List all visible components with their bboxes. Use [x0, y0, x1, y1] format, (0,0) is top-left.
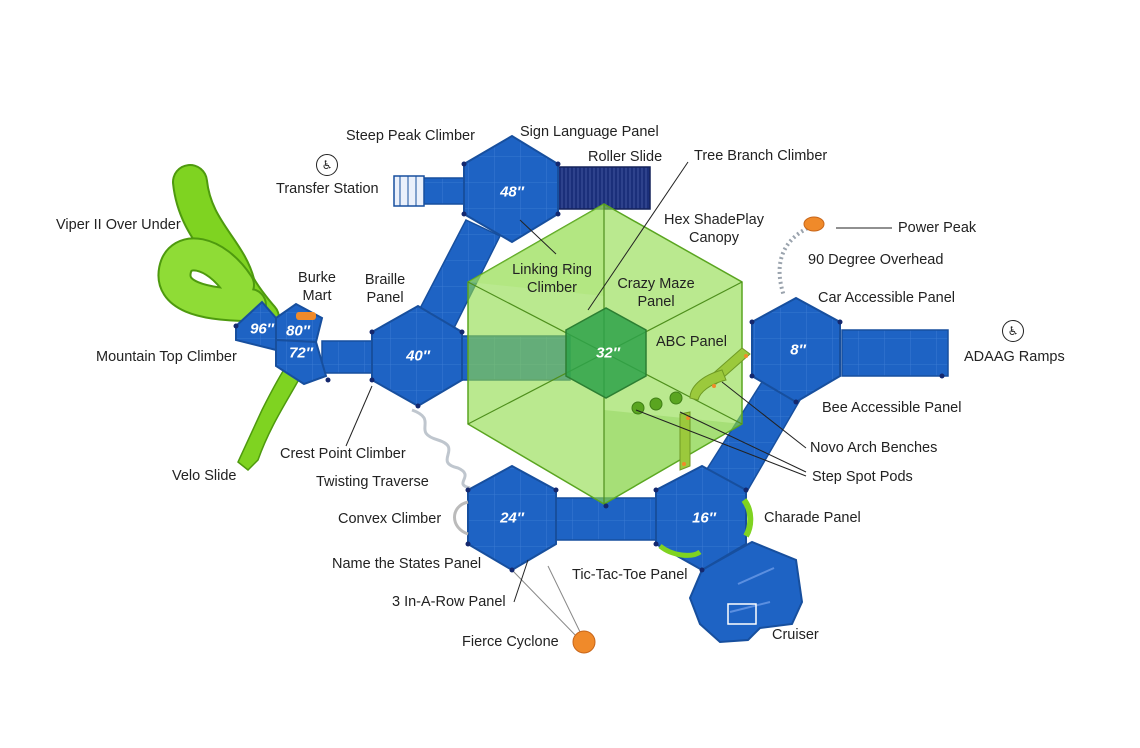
- step-spot-pods: [631, 391, 683, 415]
- height-40: 40″: [406, 347, 430, 365]
- walkway-8-ramp: [841, 329, 949, 377]
- viper-slide: [157, 164, 280, 336]
- wheelchair-icon: ♿: [316, 154, 338, 176]
- label-hex-shadeplay-canopy-line2: Canopy: [689, 230, 739, 246]
- label-steep-peak-climber: Steep Peak Climber: [346, 128, 475, 144]
- cruiser-green-accent: [658, 543, 702, 558]
- label-bee-accessible-panel: Bee Accessible Panel: [822, 400, 962, 416]
- convex-climber: [453, 500, 469, 536]
- hex-decks: [371, 134, 841, 572]
- label-step-spot-pods: Step Spot Pods: [812, 469, 913, 485]
- label-burke-mart-line2: Mart: [302, 288, 332, 304]
- label-roller-slide: Roller Slide: [588, 149, 663, 165]
- label-power-peak: Power Peak: [898, 220, 977, 236]
- novo-arch-benches: [679, 347, 751, 471]
- label-fierce-cyclone: Fierce Cyclone: [462, 634, 559, 650]
- deck-posts: [233, 161, 945, 573]
- label-burke-mart-line1: Burke: [298, 270, 336, 286]
- height-32: 32″: [596, 344, 620, 362]
- label-abc-panel: ABC Panel: [656, 334, 727, 350]
- height-96: 96″: [250, 320, 274, 338]
- label-name-the-states-panel: Name the States Panel: [332, 556, 482, 572]
- height-16: 16″: [692, 509, 716, 527]
- label-90-degree-overhead: 90 Degree Overhead: [808, 252, 944, 268]
- label-tree-branch-climber: Tree Branch Climber: [694, 148, 828, 164]
- label-linking-ring-climber-line1: Linking Ring: [512, 262, 592, 278]
- label-novo-arch-benches: Novo Arch Benches: [810, 440, 938, 456]
- label-velo-slide: Velo Slide: [172, 468, 237, 484]
- hex-shadeplay-canopy: [467, 203, 743, 505]
- fierce-cyclone: [511, 565, 596, 654]
- cruiser: [688, 540, 804, 644]
- label-hex-shadeplay-canopy-line1: Hex ShadePlay: [664, 212, 764, 228]
- label-crazy-maze-panel-line1: Crazy Maze: [617, 276, 695, 292]
- leader-lines: [345, 161, 892, 603]
- twisting-traverse: [411, 408, 471, 490]
- label-twisting-traverse: Twisting Traverse: [316, 474, 429, 490]
- label-linking-ring-climber-line2: Climber: [527, 280, 577, 296]
- overhead-ladder: [777, 224, 813, 297]
- charade-panel-accent: [741, 498, 754, 538]
- height-24: 24″: [500, 509, 524, 527]
- walkway-72-40: [321, 340, 375, 374]
- roller-slide: [553, 166, 651, 210]
- wheelchair-icon: ♿: [1002, 320, 1024, 342]
- deck-32: [565, 307, 647, 399]
- label-crazy-maze-panel-line2: Panel: [637, 294, 675, 310]
- label-braille-panel-line1: Braille: [364, 272, 406, 288]
- label-charade-panel: Charade Panel: [764, 510, 861, 526]
- label-sign-language-panel: Sign Language Panel: [520, 124, 659, 140]
- label-braille-panel-line2: Panel: [366, 290, 404, 306]
- walkway-roller-entry: [419, 177, 467, 205]
- height-48: 48″: [500, 183, 524, 201]
- height-72: 72″: [289, 344, 313, 362]
- walkway-24-16: [555, 497, 661, 541]
- label-adaag-ramps: ADAAG Ramps: [964, 349, 1065, 365]
- label-convex-climber: Convex Climber: [338, 511, 442, 527]
- height-80: 80″: [286, 322, 310, 340]
- label-3-in-a-row-panel: 3 In-A-Row Panel: [392, 594, 506, 610]
- arch-bench-dots: [682, 354, 748, 466]
- power-peak-dish: [803, 216, 825, 232]
- burke-mart-marker: [296, 312, 316, 320]
- label-transfer-station: Transfer Station: [276, 181, 379, 197]
- label-mountain-top-climber: Mountain Top Climber: [96, 349, 237, 365]
- deck-72: [275, 338, 328, 386]
- label-cruiser: Cruiser: [772, 627, 819, 643]
- label-crest-point-climber: Crest Point Climber: [280, 446, 406, 462]
- label-tic-tac-toe-panel: Tic-Tac-Toe Panel: [572, 567, 688, 583]
- label-car-accessible-panel: Car Accessible Panel: [818, 290, 956, 306]
- height-8: 8″: [790, 341, 806, 359]
- label-viper-ii-over-under: Viper II Over Under: [56, 217, 181, 233]
- transfer-station-steps: [393, 175, 425, 207]
